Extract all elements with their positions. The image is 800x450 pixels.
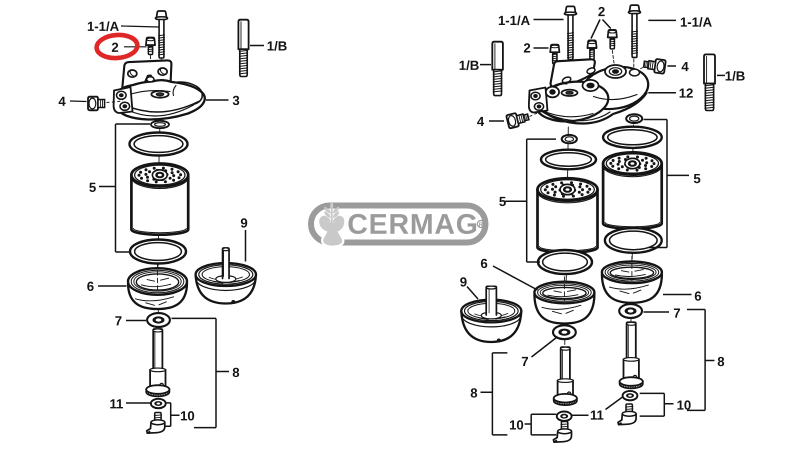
svg-text:8: 8 (470, 386, 477, 401)
svg-text:2: 2 (523, 41, 530, 56)
svg-text:10: 10 (180, 408, 195, 423)
svg-text:R: R (479, 222, 484, 228)
svg-text:5: 5 (89, 180, 96, 195)
svg-text:1/B: 1/B (725, 69, 746, 84)
svg-text:5: 5 (499, 194, 506, 209)
svg-text:7: 7 (521, 354, 528, 369)
svg-text:CERMAG: CERMAG (347, 209, 478, 241)
svg-text:8: 8 (232, 365, 239, 380)
svg-text:2: 2 (111, 40, 118, 55)
svg-text:7: 7 (673, 306, 680, 321)
svg-text:10: 10 (677, 398, 692, 413)
svg-text:1-1/A: 1-1/A (680, 15, 713, 30)
svg-text:12: 12 (679, 86, 694, 101)
svg-text:6: 6 (694, 289, 701, 304)
svg-text:1-1/A: 1-1/A (498, 13, 531, 28)
svg-text:7: 7 (115, 313, 122, 328)
svg-text:6: 6 (87, 279, 94, 294)
svg-text:1-1/A: 1-1/A (87, 19, 120, 34)
svg-text:3: 3 (232, 93, 239, 108)
svg-text:11: 11 (590, 408, 604, 423)
svg-text:9: 9 (460, 275, 467, 290)
svg-text:6: 6 (480, 256, 487, 271)
svg-text:4: 4 (477, 114, 485, 129)
svg-text:1/B: 1/B (459, 58, 480, 73)
svg-text:1/B: 1/B (267, 38, 288, 53)
svg-text:9: 9 (240, 215, 247, 230)
svg-text:11: 11 (109, 396, 123, 411)
svg-text:4: 4 (58, 94, 66, 109)
svg-text:10: 10 (509, 418, 524, 433)
svg-text:4: 4 (681, 59, 689, 74)
svg-text:5: 5 (693, 171, 700, 186)
svg-text:2: 2 (598, 4, 605, 19)
svg-text:8: 8 (717, 354, 724, 369)
